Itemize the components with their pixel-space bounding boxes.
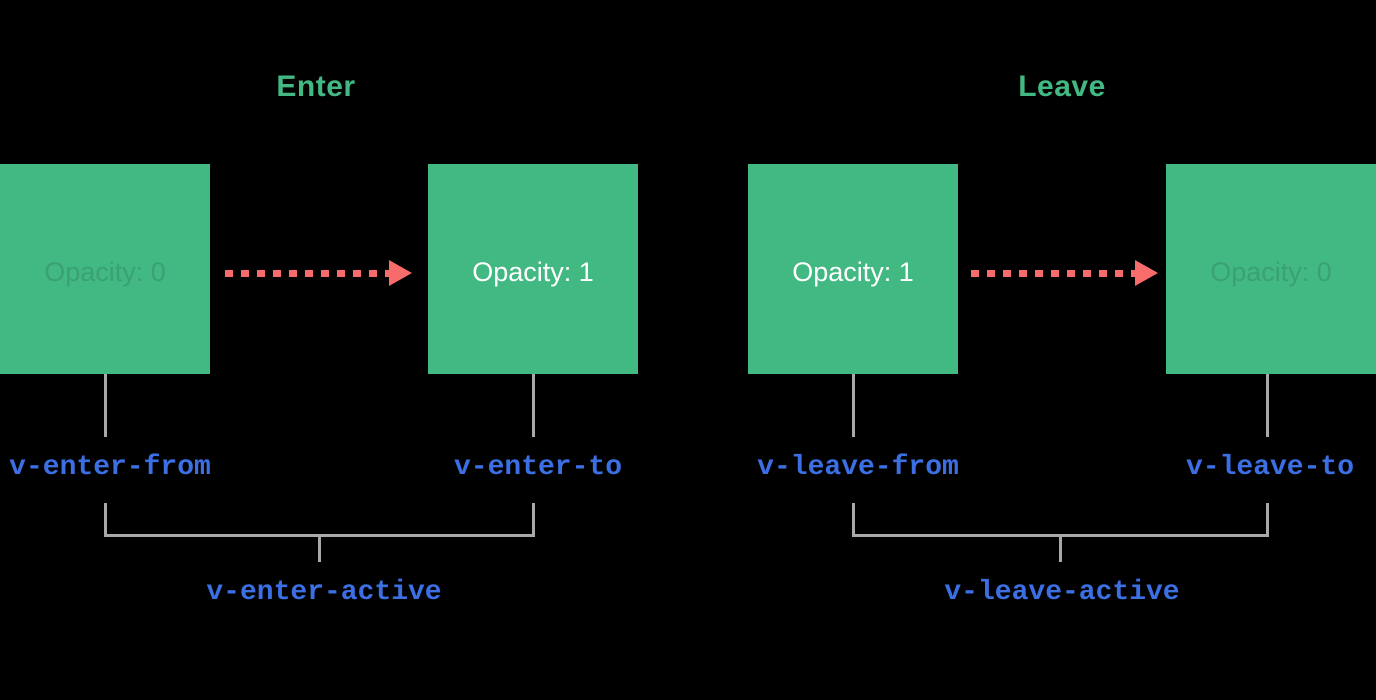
- v-enter-active-label: v-enter-active: [206, 577, 442, 608]
- connector-line: [1058, 537, 1062, 562]
- connector-line: [851, 534, 1269, 537]
- leave-dashed-arrow-icon: [971, 270, 1138, 277]
- v-leave-to-label: v-leave-to: [1185, 452, 1355, 483]
- opacity-0-label: Opacity: 0: [1210, 256, 1332, 287]
- opacity-1-label: Opacity: 1: [472, 256, 594, 287]
- connector-line: [851, 374, 855, 437]
- enter-from-box: Opacity: 0: [0, 164, 210, 374]
- connector-line: [531, 503, 535, 537]
- v-leave-from-label: v-leave-from: [757, 452, 959, 483]
- connector-line: [317, 537, 321, 562]
- leave-from-box: Opacity: 1: [748, 164, 958, 374]
- connector-line: [531, 374, 535, 437]
- enter-title: Enter: [276, 70, 356, 103]
- connector-line: [1265, 503, 1269, 537]
- connector-line: [103, 534, 535, 537]
- connector-line: [103, 503, 107, 537]
- enter-to-box: Opacity: 1: [428, 164, 638, 374]
- connector-line: [103, 374, 107, 437]
- connector-line: [1265, 374, 1269, 437]
- v-leave-active-label: v-leave-active: [944, 577, 1180, 608]
- enter-dashed-arrow-icon: [225, 270, 392, 277]
- connector-line: [851, 503, 855, 537]
- enter-arrowhead-icon: [389, 260, 412, 286]
- leave-title: Leave: [1018, 70, 1106, 103]
- v-enter-to-label: v-enter-to: [453, 452, 623, 483]
- opacity-0-label: Opacity: 0: [44, 256, 166, 287]
- opacity-1-label: Opacity: 1: [792, 256, 914, 287]
- leave-arrowhead-icon: [1135, 260, 1158, 286]
- leave-to-box: Opacity: 0: [1166, 164, 1376, 374]
- v-enter-from-label: v-enter-from: [9, 452, 211, 483]
